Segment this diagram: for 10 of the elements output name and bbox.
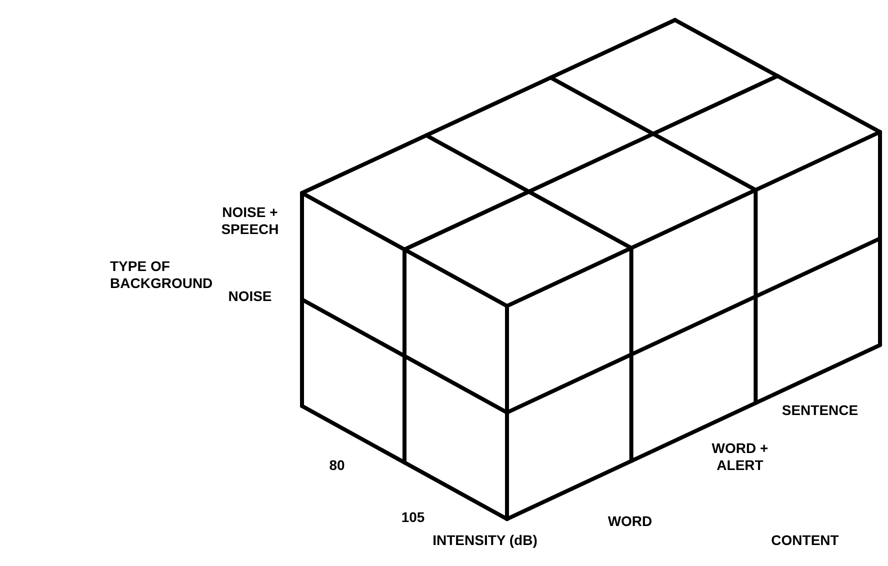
axis-label: WORD <box>606 513 654 530</box>
axis-title: INTENSITY (dB) <box>432 532 538 549</box>
axis-label: 105 <box>400 509 426 526</box>
axis-label: SENTENCE <box>780 402 860 419</box>
axis-label: NOISE <box>227 288 273 305</box>
axis-title: CONTENT <box>770 532 840 549</box>
axis-label: WORD + ALERT <box>710 440 770 474</box>
axis-title: TYPE OF BACKGROUND <box>110 258 214 292</box>
axis-label: NOISE + SPEECH <box>220 204 280 238</box>
axis-label: 80 <box>328 457 346 474</box>
